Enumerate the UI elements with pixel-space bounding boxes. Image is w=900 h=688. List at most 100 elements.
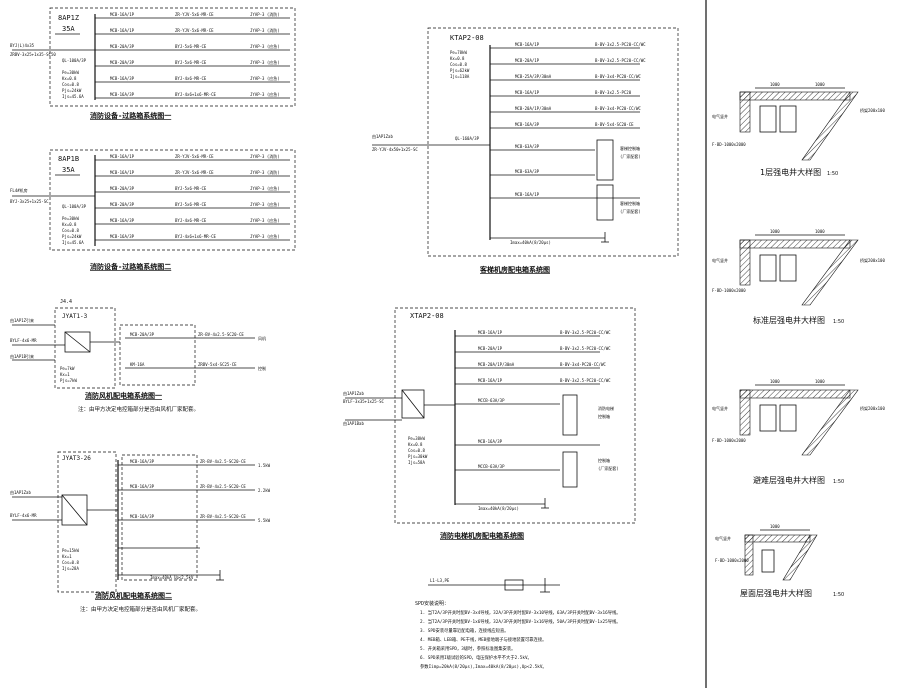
svg-text:BYLF-4x6-MR: BYLF-4x6-MR bbox=[10, 338, 37, 343]
svg-text:桥架200x100: 桥架200x100 bbox=[860, 257, 885, 263]
svg-text:MCB-20A/3P: MCB-20A/3P bbox=[110, 44, 135, 49]
panel-3-diagram: J4.4 JYAT1-3 由1AP1Z引来 BYLF-4x6-MR 由1AP1B… bbox=[10, 299, 266, 413]
svg-text:Kx=0.8: Kx=0.8 bbox=[450, 56, 465, 61]
svg-text:B-BV-3x2.5-PC20-CC/WC: B-BV-3x2.5-PC20-CC/WC bbox=[560, 346, 611, 351]
svg-text:Kx=1: Kx=1 bbox=[62, 554, 72, 559]
panel-2-cap: 35A bbox=[62, 166, 75, 174]
svg-text:MCB-16A/1P: MCB-16A/1P bbox=[110, 170, 135, 175]
detail-2-scale: 1:50 bbox=[833, 319, 844, 325]
svg-text:B-BV-5x4-SC20-CE: B-BV-5x4-SC20-CE bbox=[595, 122, 634, 127]
panel-6-code: XTAP2-08 bbox=[410, 312, 444, 320]
svg-text:BYJ-4x6-MR-CE: BYJ-4x6-MR-CE bbox=[175, 218, 207, 223]
svg-text:Cos=0.8: Cos=0.8 bbox=[62, 228, 79, 233]
svg-text:ZR-BV-4x2.5-SC20-CE: ZR-BV-4x2.5-SC20-CE bbox=[200, 514, 246, 519]
svg-text:MCB-16A/3P: MCB-16A/3P bbox=[110, 92, 135, 97]
svg-text:MCB-63A/3P: MCB-63A/3P bbox=[515, 144, 540, 149]
svg-text:MCB-16A/1P: MCB-16A/1P bbox=[478, 378, 503, 383]
svg-text:BYJ-3x25+1x25-SC: BYJ-3x25+1x25-SC bbox=[10, 199, 49, 204]
detail-4-title: 屋面层强电井大样图 bbox=[740, 588, 812, 598]
detail-3-title: 避难层强电井大样图 bbox=[753, 475, 825, 485]
spd-line-6: 6. SPD采用I级试验的SPD，电压保护水平不大于2.5kV。 bbox=[420, 654, 532, 661]
svg-text:Pjs=62kW: Pjs=62kW bbox=[450, 68, 470, 73]
svg-text:1000: 1000 bbox=[815, 229, 825, 234]
svg-text:电气竖井: 电气竖井 bbox=[712, 113, 728, 119]
panel-5-code: KTAP2-08 bbox=[450, 34, 484, 42]
svg-text:MCB-20A/3P: MCB-20A/3P bbox=[130, 332, 155, 337]
svg-text:由1AP1Zab: 由1AP1Zab bbox=[343, 390, 364, 396]
panel-6-title: 消防电梯机房配电箱系统图 bbox=[440, 531, 524, 540]
svg-text:风机: 风机 bbox=[258, 335, 266, 341]
svg-text:MCB-20A/1P: MCB-20A/1P bbox=[478, 346, 503, 351]
spd-section: L1-L3,PE SPD安装说明： 1. 当T2A/3P开关时配BV-3x4导线… bbox=[415, 578, 621, 670]
panel-4-note: 注：由甲方决定电控箱部分是否由风机厂家配套。 bbox=[80, 605, 201, 613]
svg-text:BYJ-5x6-MR-CE: BYJ-5x6-MR-CE bbox=[175, 202, 207, 207]
detail-4: 1000 电气竖井 F-BD-1000x2000 屋面层强电井大样图 1:50 bbox=[715, 524, 844, 598]
svg-text:MCB-20A/3P: MCB-20A/3P bbox=[110, 186, 135, 191]
svg-text:1.5kW: 1.5kW bbox=[258, 463, 271, 468]
svg-text:MCCB-63A/3P: MCCB-63A/3P bbox=[478, 464, 505, 469]
svg-text:B-BV-3x2.5-PC20-CC/WC: B-BV-3x2.5-PC20-CC/WC bbox=[595, 42, 646, 47]
svg-text:F-BD-1000x2000: F-BD-1000x2000 bbox=[712, 142, 746, 147]
svg-text:Pe=15kW: Pe=15kW bbox=[62, 548, 79, 553]
panel-6-diagram: XTAP2-08 由1AP1Zab BYLF-3x35+1x25-SC 由1AP… bbox=[343, 307, 636, 540]
panel-2-title: 消防设备-过路箱系统图二 bbox=[90, 262, 171, 271]
svg-text:由1AP1B引来: 由1AP1B引来 bbox=[10, 353, 34, 359]
svg-text:电气竖井: 电气竖井 bbox=[715, 535, 731, 541]
svg-text:QL-100A/3P: QL-100A/3P bbox=[62, 204, 87, 209]
svg-text:电气竖井: 电气竖井 bbox=[712, 405, 728, 411]
svg-text:MCB-16A/1P: MCB-16A/1P bbox=[478, 330, 503, 335]
svg-text:MCB-16A/1P: MCB-16A/1P bbox=[515, 42, 540, 47]
svg-text:BYJ(L)4x35: BYJ(L)4x35 bbox=[10, 43, 35, 48]
panel-3-title: 消防风机配电箱系统图一 bbox=[85, 391, 162, 400]
svg-text:1000: 1000 bbox=[770, 229, 780, 234]
svg-text:由1AP1Bab: 由1AP1Bab bbox=[343, 420, 364, 426]
svg-text:Pe=78kW: Pe=78kW bbox=[450, 50, 467, 55]
svg-text:Kx=0.8: Kx=0.8 bbox=[408, 442, 423, 447]
svg-text:Imax=40kA(8/20μs): Imax=40kA(8/20μs) bbox=[510, 240, 551, 245]
svg-text:MCCB-63A/3P: MCCB-63A/3P bbox=[478, 398, 505, 403]
svg-text:B-BV-3x2.5-PC20-CC/WC: B-BV-3x2.5-PC20-CC/WC bbox=[560, 330, 611, 335]
panel-2-diagram: 8AP1B 35A FL4#机房 BYJ-3x25+1x25-SC QL-100… bbox=[10, 149, 296, 271]
svg-text:QL-160A/3P: QL-160A/3P bbox=[455, 136, 480, 141]
svg-text:1000: 1000 bbox=[770, 82, 780, 87]
svg-text:MCB-16A/3P: MCB-16A/3P bbox=[515, 122, 540, 127]
svg-text:Pe=30kW: Pe=30kW bbox=[62, 70, 79, 75]
panel-5-diagram: KTAP2-08 Pe=78kW Kx=0.8 Cos=0.8 Pjs=62kW… bbox=[372, 27, 679, 274]
svg-text:FL4#机房: FL4#机房 bbox=[10, 187, 28, 193]
panel-4-diagram: JYAT3-26 由1AP1Zab BYLF-4x6-MR Pe=15kW Kx… bbox=[10, 451, 271, 613]
panel-2-code: 8AP1B bbox=[58, 155, 79, 163]
svg-text:消防电梯: 消防电梯 bbox=[598, 405, 614, 411]
svg-text:KM-16A: KM-16A bbox=[130, 362, 145, 367]
svg-text:ZR-YJV-4x50+1x25-SC: ZR-YJV-4x50+1x25-SC bbox=[372, 147, 418, 152]
svg-text:由1AP1Zab: 由1AP1Zab bbox=[372, 133, 393, 139]
detail-3-scale: 1:50 bbox=[833, 479, 844, 485]
svg-text:ZR-YJV-5x6-MR-CE: ZR-YJV-5x6-MR-CE bbox=[175, 154, 214, 159]
svg-text:JYAP-3 (消防): JYAP-3 (消防) bbox=[250, 27, 280, 33]
panel-5-title: 客梯机房配电箱系统图 bbox=[479, 265, 550, 274]
svg-text:(厂家配套): (厂家配套) bbox=[620, 208, 641, 214]
panel-3-note: 注：由甲方决定电控箱部分是否由风机厂家配套。 bbox=[78, 405, 199, 413]
svg-text:Pe=7kW: Pe=7kW bbox=[60, 366, 75, 371]
panel-3-code: JYAT1-3 bbox=[62, 313, 88, 320]
svg-text:客梯控制箱: 客梯控制箱 bbox=[620, 200, 640, 206]
svg-text:MCB-20A/1P: MCB-20A/1P bbox=[515, 58, 540, 63]
svg-text:BYJ-5x6-MR-CE: BYJ-5x6-MR-CE bbox=[175, 186, 207, 191]
svg-text:JYAP-3 (应急): JYAP-3 (应急) bbox=[250, 91, 280, 97]
svg-text:JYAP-3 (消防): JYAP-3 (消防) bbox=[250, 169, 280, 175]
svg-text:控制箱: 控制箱 bbox=[598, 457, 610, 463]
detail-1: 1000 1000 电气竖井 F-BD-1000x2000 桥架200x100 … bbox=[712, 82, 885, 177]
panel-1-cap: 35A bbox=[62, 25, 75, 33]
svg-text:JYAP-3 (应急): JYAP-3 (应急) bbox=[250, 233, 280, 239]
svg-text:MCB-20A/1P/30mA: MCB-20A/1P/30mA bbox=[515, 106, 552, 111]
svg-text:Kx=0.8: Kx=0.8 bbox=[62, 76, 77, 81]
svg-text:JYAP-3 (应急): JYAP-3 (应急) bbox=[250, 217, 280, 223]
svg-text:MCB-16A/3P: MCB-16A/3P bbox=[130, 484, 155, 489]
svg-text:BYLF-3x35+1x25-SC: BYLF-3x35+1x25-SC bbox=[343, 399, 385, 404]
svg-text:F-BD-1000x2000: F-BD-1000x2000 bbox=[712, 438, 746, 443]
svg-text:MCB-63A/3P: MCB-63A/3P bbox=[515, 169, 540, 174]
svg-text:JYAP-3 (应急): JYAP-3 (应急) bbox=[250, 43, 280, 49]
svg-text:ZR-YJV-5x6-MR-CE: ZR-YJV-5x6-MR-CE bbox=[175, 170, 214, 175]
svg-text:MCB-16A/1P: MCB-16A/1P bbox=[110, 28, 135, 33]
svg-text:电气竖井: 电气竖井 bbox=[712, 257, 728, 263]
